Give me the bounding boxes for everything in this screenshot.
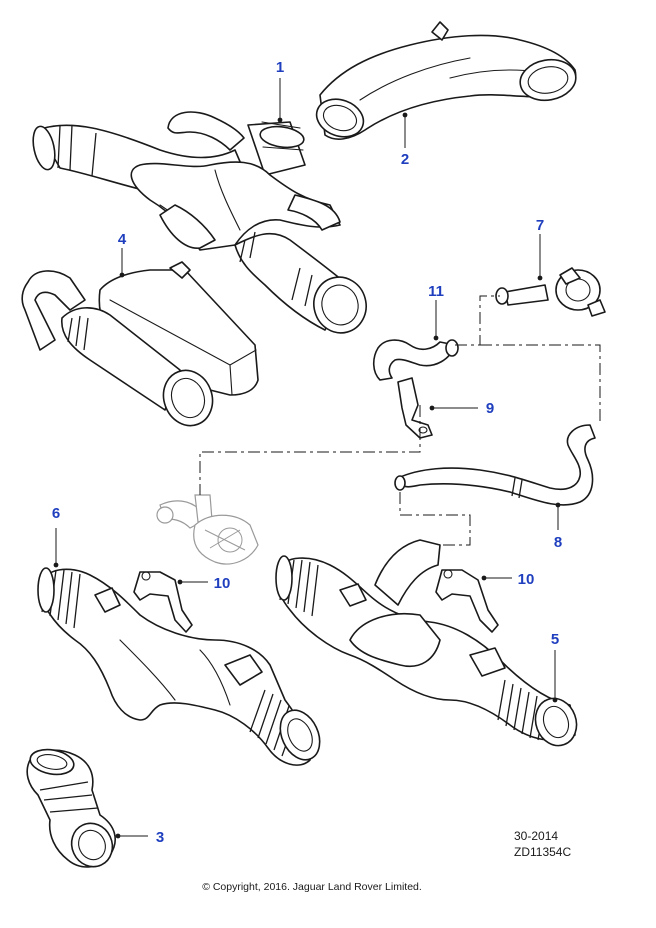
callout-4[interactable]: 4 xyxy=(118,231,127,248)
part-10-left-bracket xyxy=(133,571,193,633)
part-1-y-intake-duct xyxy=(32,111,367,334)
callout-7[interactable]: 7 xyxy=(536,217,544,234)
callout-10-right[interactable]: 10 xyxy=(518,571,535,588)
part-7-valve xyxy=(495,267,606,317)
routing-lines xyxy=(199,295,601,546)
part-11-small-hose xyxy=(372,339,459,381)
part-2-intake-tube xyxy=(315,21,577,140)
part-5-right-duct xyxy=(275,539,578,747)
callout-6[interactable]: 6 xyxy=(52,505,60,522)
callout-9[interactable]: 9 xyxy=(486,400,494,417)
callout-1[interactable]: 1 xyxy=(276,59,284,76)
part-8-long-hose xyxy=(394,424,596,506)
copyright-notice: © Copyright, 2016. Jaguar Land Rover Lim… xyxy=(202,881,422,893)
leader-lines xyxy=(53,78,561,839)
callout-8[interactable]: 8 xyxy=(554,534,562,551)
part-4-air-cleaner xyxy=(21,261,259,427)
callout-10-left[interactable]: 10 xyxy=(214,575,231,592)
callout-5[interactable]: 5 xyxy=(551,631,559,648)
callout-2[interactable]: 2 xyxy=(401,151,409,168)
part-6-left-duct xyxy=(37,567,321,766)
part-3-elbow-duct xyxy=(26,748,116,868)
drawing-reference: ZD11354C xyxy=(514,845,571,859)
drawing-date: 30-2014 xyxy=(514,829,558,843)
reference-assembly-ghost xyxy=(156,494,259,565)
callout-11[interactable]: 11 xyxy=(428,283,444,300)
callout-3[interactable]: 3 xyxy=(156,829,164,846)
part-9-pipe-bracket xyxy=(397,377,433,439)
part-10-right-bracket xyxy=(435,569,499,633)
